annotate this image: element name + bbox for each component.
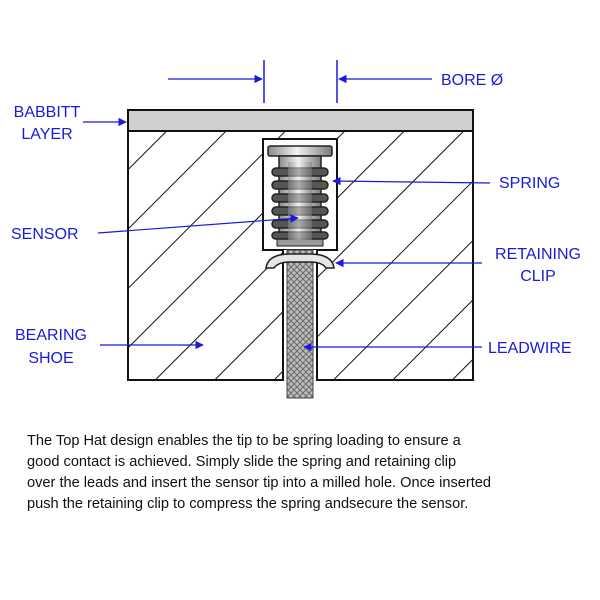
retaining-clip-text-line1: RETAINING — [495, 246, 581, 263]
top-hat-sensor-diagram: BORE Ø BABBITT LAYER SPRING SENSOR RETAI… — [11, 60, 581, 399]
caption-paragraph: The Top Hat design enables the tip to be… — [27, 431, 587, 515]
bearing-shoe-text-line1: BEARING — [15, 327, 87, 344]
babbitt-text-line2: LAYER — [21, 126, 72, 143]
label-leadwire: LEADWIRE — [303, 340, 572, 357]
caption-line: good contact is achieved. Simply slide t… — [27, 454, 457, 470]
label-retaining-clip: RETAINING CLIP — [335, 246, 581, 285]
sensor-text: SENSOR — [11, 226, 79, 243]
retaining-clip — [265, 253, 335, 269]
caption-line: push the retaining clip to compress the … — [27, 496, 469, 512]
label-babbitt-layer: BABBITT LAYER — [14, 104, 127, 143]
leadwire — [286, 249, 314, 399]
leadwire-text: LEADWIRE — [488, 340, 572, 357]
spring-text: SPRING — [499, 175, 560, 192]
caption-line: over the leads and insert the sensor tip… — [27, 475, 492, 491]
label-spring: SPRING — [332, 175, 560, 192]
retaining-clip-text-line2: CLIP — [520, 268, 556, 285]
caption-line: The Top Hat design enables the tip to be… — [27, 433, 461, 449]
spring — [271, 162, 329, 240]
label-sensor: SENSOR — [11, 214, 299, 243]
label-bore: BORE Ø — [168, 60, 503, 103]
babbitt-layer — [127, 109, 474, 132]
babbitt-text-line1: BABBITT — [14, 104, 81, 121]
bearing-shoe-text-line2: SHOE — [28, 350, 73, 367]
bore-text: BORE Ø — [441, 72, 503, 89]
label-bearing-shoe: BEARING SHOE — [15, 327, 204, 367]
